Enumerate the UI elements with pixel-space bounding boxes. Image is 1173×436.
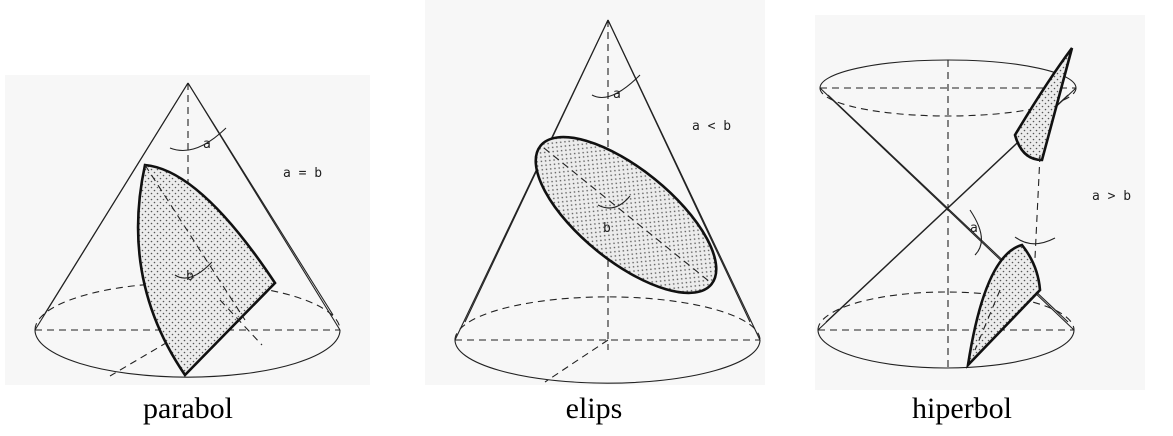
- section-axis-line: [144, 164, 246, 321]
- hyperbola-diagram: a a > b: [815, 15, 1145, 390]
- ellipse-diagram: a b a < b: [425, 0, 765, 385]
- angle-b-arc: [1014, 236, 1056, 245]
- panel-ellipse: a b a < b elips: [420, 0, 780, 436]
- angle-a-arc: [969, 209, 982, 256]
- cutting-plane-line: [1034, 154, 1041, 259]
- caption-hyperbola: hiperbol: [912, 392, 1012, 425]
- lower-rim-back-arc: [817, 291, 1075, 331]
- relation-label: a < b: [692, 119, 731, 134]
- angle-a-arc: [591, 74, 641, 99]
- parabola-diagram: a b a = b: [5, 75, 370, 385]
- section-chord: [184, 282, 276, 376]
- parabolic-section: [136, 163, 277, 378]
- upper-hyperbola-branch: [1013, 47, 1074, 162]
- angle-b-label: b: [186, 269, 194, 284]
- caption-parabola: parabol: [143, 392, 233, 425]
- section-hidden-line: [219, 299, 263, 346]
- angle-a-arc: [169, 127, 227, 152]
- angle-b-arc: [597, 195, 631, 209]
- angle-a-label: a: [203, 137, 211, 152]
- relation-label: a > b: [1092, 189, 1131, 204]
- base-front-arc: [34, 329, 341, 378]
- relation-label: a = b: [283, 166, 322, 181]
- section-hidden-line: [974, 289, 1001, 351]
- base-radius: [544, 339, 609, 383]
- angle-a-label: a: [613, 87, 621, 102]
- base-back-arc: [454, 296, 761, 341]
- panel-hyperbola: a a > b hiperbol: [810, 0, 1173, 436]
- base-back-arc: [34, 282, 341, 331]
- angle-a-label: a: [970, 221, 978, 236]
- elliptic-section: [534, 135, 718, 295]
- cone-left-edge-inner: [43, 82, 189, 316]
- lower-hyperbola-branch: [966, 243, 1042, 369]
- angle-b-arc: [174, 261, 213, 279]
- angle-b-label: b: [603, 221, 611, 236]
- panel-parabola: a b a = b parabol: [0, 0, 380, 436]
- upper-rim-front-arc: [819, 87, 1077, 117]
- cone-right-edge-inner: [607, 19, 751, 323]
- base-front-arc: [454, 339, 761, 384]
- cone-right-edge-inner: [187, 82, 334, 316]
- lower-rim-front-arc: [817, 329, 1075, 369]
- caption-ellipse: elips: [565, 392, 623, 425]
